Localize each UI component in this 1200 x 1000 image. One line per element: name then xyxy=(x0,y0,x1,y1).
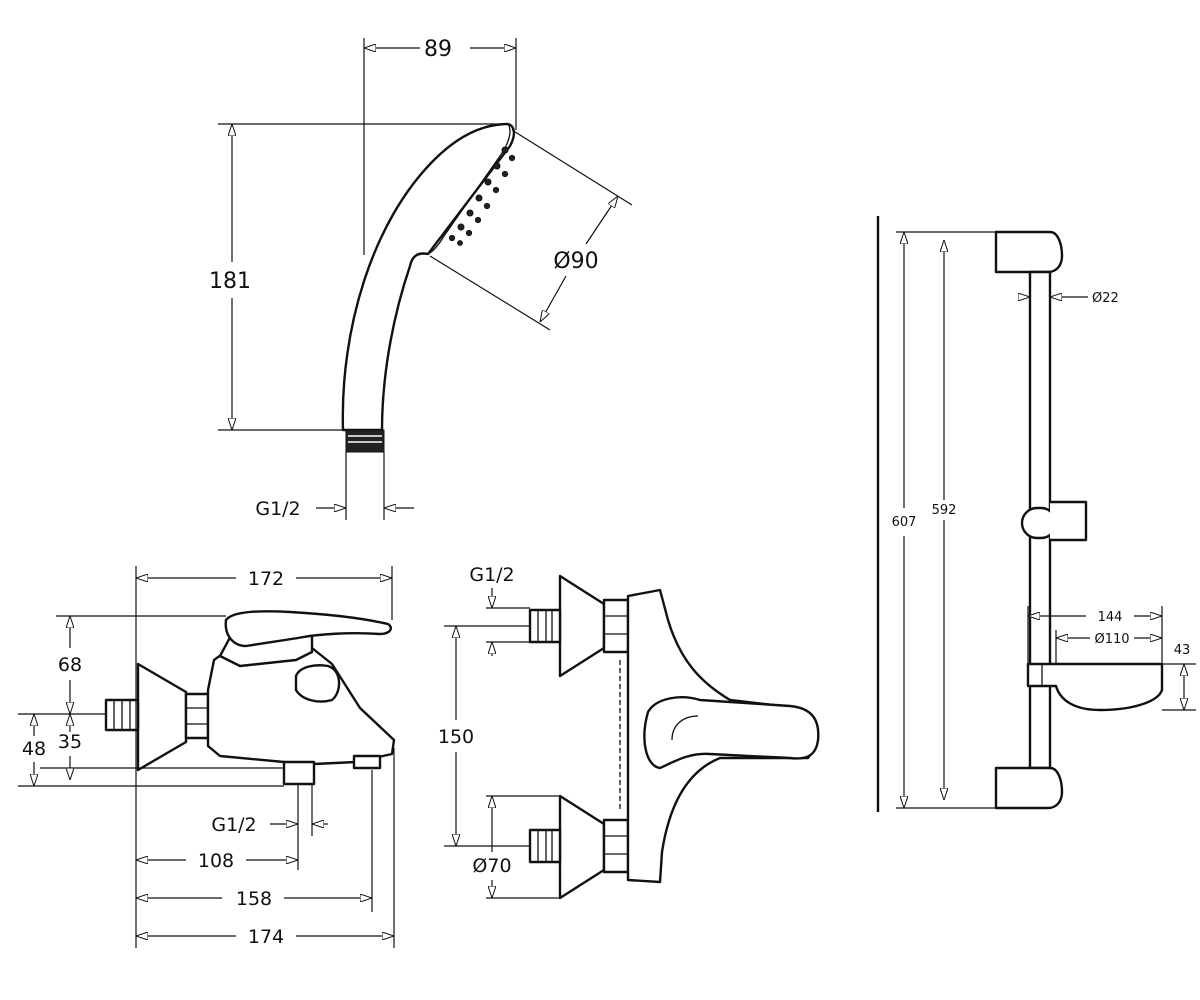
side-spout-tip xyxy=(352,754,382,770)
dim-inlet-height: 48 xyxy=(22,738,46,760)
slider-holder xyxy=(1050,500,1088,542)
lower-bracket xyxy=(994,766,1064,810)
dim-escutcheon-diameter: Ø70 xyxy=(472,855,511,877)
dim-total-depth: 174 xyxy=(248,926,284,948)
dim-hand-shower-width: 89 xyxy=(424,37,452,62)
side-nut xyxy=(184,692,210,740)
hand-shower-body xyxy=(341,122,516,432)
hand-shower-view: 89 181 Ø90 G1/2 xyxy=(209,37,633,520)
side-outlet xyxy=(282,760,316,786)
upper-escutcheon xyxy=(558,574,606,678)
front-lever xyxy=(643,696,820,770)
dim-mixer-width: 172 xyxy=(248,568,284,590)
dim-dish-diameter: Ø110 xyxy=(1094,632,1129,647)
dim-spout-reach: 158 xyxy=(236,888,272,910)
dim-spout-height: 35 xyxy=(58,731,82,753)
dim-outlet-distance: 108 xyxy=(198,850,234,872)
dim-inlet-connection: G1/2 xyxy=(469,564,514,586)
side-cartridge-knob xyxy=(294,664,341,703)
shower-rail-view: 607 592 Ø22 144 Ø110 43 xyxy=(876,216,1196,812)
dim-hand-shower-height: 181 xyxy=(209,269,251,294)
lower-escutcheon xyxy=(558,794,606,900)
side-lever xyxy=(224,610,392,648)
hand-shower-thread xyxy=(345,429,385,453)
dim-rail-overall-length: 607 xyxy=(892,515,917,530)
dim-handle-height: 68 xyxy=(58,654,82,676)
dim-hand-shower-connection: G1/2 xyxy=(255,498,300,520)
lower-inlet-connector xyxy=(528,828,562,864)
mixer-side-view: 172 68 48 35 G1/2 108 158 174 xyxy=(18,566,396,948)
soap-dish xyxy=(1026,662,1164,712)
upper-inlet-connector xyxy=(528,608,562,644)
upper-nut xyxy=(602,598,630,654)
dim-inlet-centres: 150 xyxy=(438,726,474,748)
dim-dish-projection: 144 xyxy=(1098,610,1123,625)
lower-nut xyxy=(602,818,630,874)
mixer-front-view: G1/2 150 Ø70 xyxy=(438,564,820,900)
dim-rail-diameter: Ø22 xyxy=(1092,291,1119,306)
dim-hand-shower-face-diameter: Ø90 xyxy=(553,249,598,274)
dim-dish-height: 43 xyxy=(1174,643,1191,658)
side-escutcheon xyxy=(136,662,188,772)
hand-shower-face xyxy=(427,123,511,255)
spray-nozzles xyxy=(448,146,516,246)
dim-rail-fixing-centres: 592 xyxy=(932,503,957,518)
upper-bracket xyxy=(994,230,1064,274)
dim-outlet-connection: G1/2 xyxy=(211,814,256,836)
